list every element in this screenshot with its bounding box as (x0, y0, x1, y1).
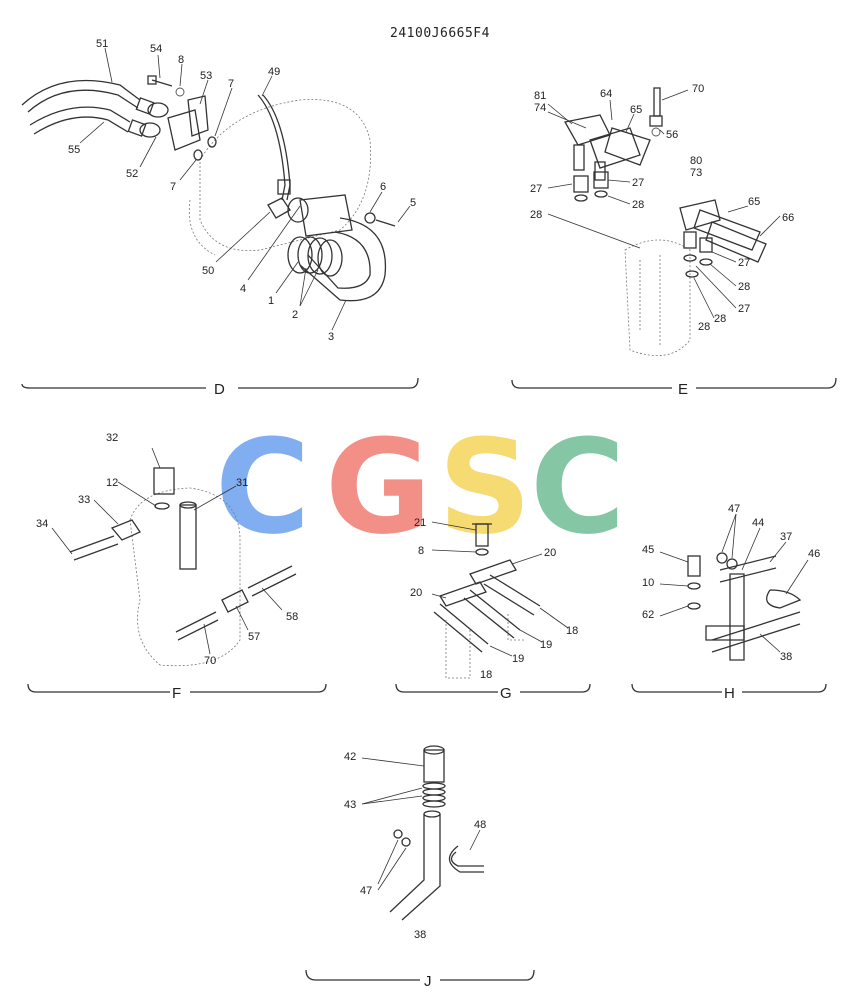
section-f-drawing (27, 447, 327, 693)
watermark-letter-2: G (325, 411, 432, 563)
part-label-74: 74 (534, 102, 546, 114)
part-label-48: 48 (474, 819, 486, 831)
part-label-19a: 19 (540, 639, 552, 651)
part-label-70-f: 70 (204, 655, 216, 667)
section-title-f: F (172, 685, 181, 702)
part-label-58: 58 (286, 611, 298, 623)
part-label-66: 66 (782, 212, 794, 224)
part-label-52: 52 (126, 168, 138, 180)
part-label-10: 10 (642, 577, 654, 589)
part-label-50: 50 (202, 265, 214, 277)
part-label-43: 43 (344, 799, 356, 811)
part-label-32: 32 (106, 432, 118, 444)
part-label-55: 55 (68, 144, 80, 156)
part-label-56: 56 (666, 129, 678, 141)
part-label-28b: 28 (632, 199, 644, 211)
watermark-letter-4: C (530, 411, 625, 563)
part-label-80: 80 (690, 155, 702, 167)
part-label-27c: 27 (738, 257, 750, 269)
section-title-h: H (724, 685, 735, 702)
part-label-6: 6 (380, 181, 386, 193)
part-label-46: 46 (808, 548, 820, 560)
part-label-27b: 27 (632, 177, 644, 189)
section-h-labels: 47 44 37 46 45 10 62 38 H (642, 503, 820, 702)
part-label-28a: 28 (530, 209, 542, 221)
part-label-73: 73 (690, 167, 702, 179)
part-label-21: 21 (414, 517, 426, 529)
part-label-44: 44 (752, 517, 764, 529)
part-label-38: 38 (780, 651, 792, 663)
part-label-47: 47 (728, 503, 740, 515)
section-d-drawing (21, 47, 419, 389)
section-title-g: G (500, 685, 512, 702)
part-label-62: 62 (642, 609, 654, 621)
part-label-53: 53 (200, 70, 212, 82)
part-label-7b: 7 (170, 181, 176, 193)
section-e-labels: 81 74 64 65 70 56 80 73 27 27 28 28 28 6… (530, 83, 794, 398)
section-title-e: E (678, 381, 688, 398)
part-label-33: 33 (78, 494, 90, 506)
part-label-1: 1 (268, 295, 274, 307)
section-g-drawing (395, 521, 591, 693)
part-label-18a: 18 (566, 625, 578, 637)
part-label-2: 2 (292, 309, 298, 321)
section-title-j: J (424, 973, 432, 990)
part-label-37: 37 (780, 531, 792, 543)
part-label-4: 4 (240, 283, 246, 295)
part-label-28c: 28 (714, 313, 726, 325)
section-f-labels: 32 12 31 33 34 58 57 70 F (36, 432, 298, 702)
section-e-drawing (511, 87, 837, 389)
part-label-81: 81 (534, 90, 546, 102)
part-label-3: 3 (328, 331, 334, 343)
part-label-8: 8 (178, 54, 184, 66)
section-j-labels: 42 43 48 47 38 J (344, 751, 486, 990)
part-label-65b: 65 (748, 196, 760, 208)
part-label-49: 49 (268, 66, 280, 78)
part-label-31: 31 (236, 477, 248, 489)
part-label-45: 45 (642, 544, 654, 556)
part-label-12: 12 (106, 477, 118, 489)
part-label-20a: 20 (544, 547, 556, 559)
section-j-drawing (305, 745, 535, 981)
part-label-47-j: 47 (360, 885, 372, 897)
part-label-51: 51 (96, 38, 108, 50)
part-label-28d: 28 (738, 281, 750, 293)
part-label-27d: 27 (738, 303, 750, 315)
part-label-20b: 20 (410, 587, 422, 599)
part-label-70: 70 (692, 83, 704, 95)
section-title-d: D (214, 381, 225, 398)
part-label-8-g: 8 (418, 545, 424, 557)
part-label-42: 42 (344, 751, 356, 763)
sheet-code: 24100J6665F4 (390, 26, 490, 41)
part-label-27a: 27 (530, 183, 542, 195)
part-label-54: 54 (150, 43, 162, 55)
part-label-5: 5 (410, 197, 416, 209)
watermark: C G S C (215, 411, 625, 563)
part-label-19b: 19 (512, 653, 524, 665)
part-label-7: 7 (228, 78, 234, 90)
part-label-65: 65 (630, 104, 642, 116)
section-d-labels: 51 54 8 53 7 49 55 52 7 6 5 50 4 1 2 3 D (68, 38, 416, 398)
part-label-38-j: 38 (414, 929, 426, 941)
watermark-letter-3: S (438, 411, 532, 563)
part-label-57: 57 (248, 631, 260, 643)
part-label-34: 34 (36, 518, 48, 530)
part-label-64: 64 (600, 88, 612, 100)
part-label-28e: 28 (698, 321, 710, 333)
part-label-18b: 18 (480, 669, 492, 681)
section-g-labels: 21 8 20 20 18 19 19 18 G (410, 517, 578, 702)
section-h-drawing (631, 513, 827, 693)
watermark-letter-1: C (215, 411, 310, 563)
